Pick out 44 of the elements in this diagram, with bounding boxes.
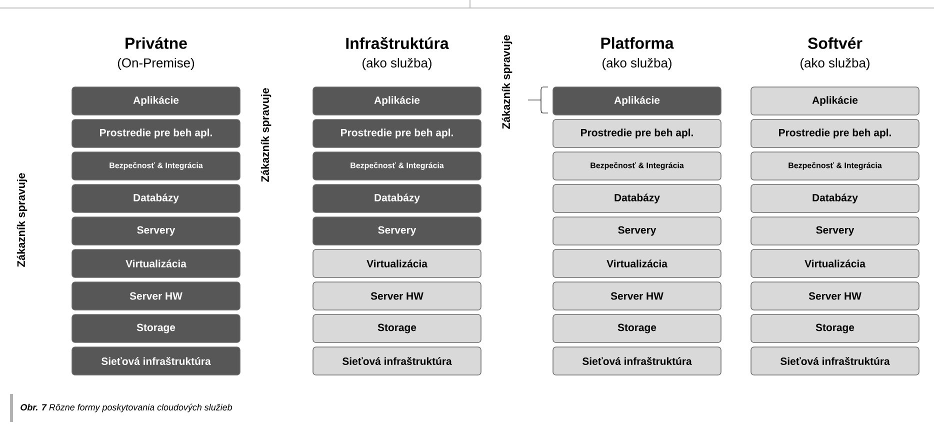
stack-box: Server HW xyxy=(72,282,240,310)
stack-box: Aplikácie xyxy=(312,86,482,116)
caption: Obr. 7 Rôzne formy poskytovania cloudových služieb xyxy=(20,404,232,412)
vertical-label: Zákazník spravuje xyxy=(502,35,512,129)
stack-box: Storage xyxy=(552,314,722,343)
stack-box: Virtualizácia xyxy=(552,249,722,278)
stack-box: Server HW xyxy=(552,282,722,310)
column-title: Infraštruktúra xyxy=(346,36,449,50)
column-subtitle: (ako služba) xyxy=(602,58,672,70)
stack-box: Sieťová infraštruktúra xyxy=(312,346,482,376)
stack-box: Sieťová infraštruktúra xyxy=(72,346,240,376)
stack-box: Prostredie pre beh apl. xyxy=(750,119,920,148)
vertical-label: Zákazník spravuje xyxy=(16,173,28,267)
column-subtitle: (On-Premise) xyxy=(118,58,194,70)
stack-box: Sieťová infraštruktúra xyxy=(552,346,722,376)
column-title: Softvér xyxy=(808,37,862,49)
column-title: Privátne xyxy=(126,37,187,49)
stack-box: Prostredie pre beh apl. xyxy=(72,119,240,148)
stack-box: Aplikácie xyxy=(552,86,722,116)
column-subtitle: (ako služba) xyxy=(362,58,432,70)
stack-box: Virtualizácia xyxy=(312,249,482,278)
stack-box: Aplikácie xyxy=(750,86,920,116)
stack-box: Servery xyxy=(552,216,722,246)
vertical-label: Zákazník spravuje xyxy=(260,88,272,182)
stack-box: Prostredie pre beh apl. xyxy=(552,119,722,148)
stack-box: Aplikácie xyxy=(72,86,240,116)
stack-box: Storage xyxy=(312,314,482,343)
stack-box: Storage xyxy=(72,314,240,343)
stack-box: Storage xyxy=(750,314,920,343)
stack-box: Databázy xyxy=(552,184,722,213)
stack-box: Virtualizácia xyxy=(72,249,240,278)
stack-box: Server HW xyxy=(312,282,482,310)
stack-box: Databázy xyxy=(312,184,482,213)
column-subtitle: (ako služba) xyxy=(800,58,870,70)
stack-box: Server HW xyxy=(750,282,920,310)
stack-box: Servery xyxy=(312,216,482,246)
stack-box: Sieťová infraštruktúra xyxy=(750,346,920,376)
stack-box: Virtualizácia xyxy=(750,249,920,278)
column-title: Platforma xyxy=(601,37,674,49)
stack-box: Databázy xyxy=(750,184,920,213)
stack-box: Prostredie pre beh apl. xyxy=(312,119,482,148)
stack-box: Servery xyxy=(750,216,920,246)
stack-box: Servery xyxy=(72,216,240,246)
stack-box: Databázy xyxy=(72,184,240,213)
